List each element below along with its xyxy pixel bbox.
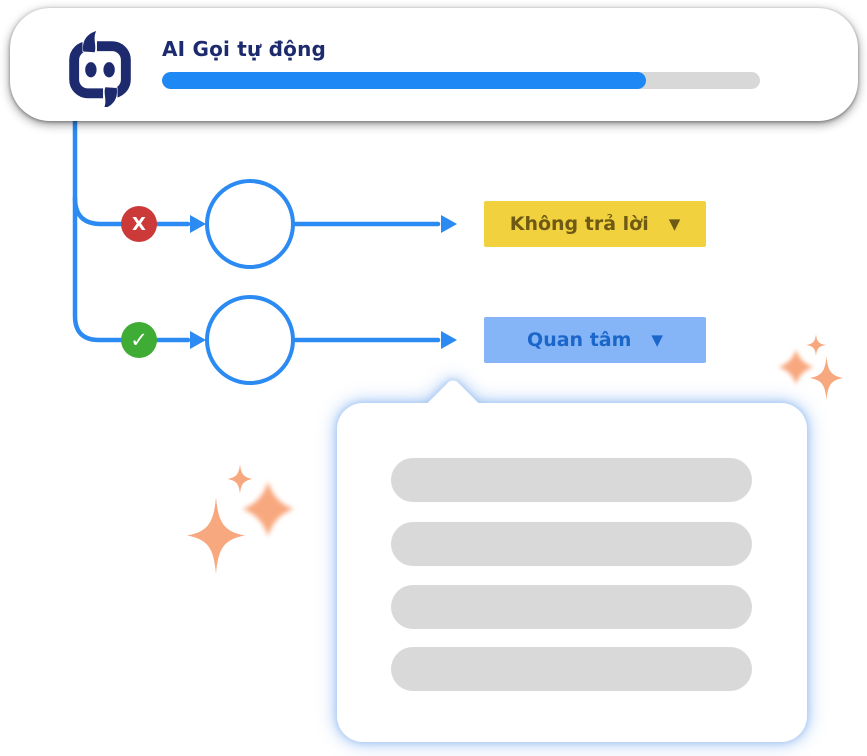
no-answer-label: Không trả lời — [509, 213, 649, 235]
sparkle-icon — [777, 348, 815, 386]
arrow-icon — [441, 215, 457, 233]
placeholder-bar — [391, 458, 752, 502]
check-glyph: ✓ — [130, 328, 148, 352]
arrow-icon — [441, 331, 457, 349]
call-node-no-answer — [205, 179, 295, 269]
chevron-down-icon: ▼ — [651, 330, 663, 349]
arrow-icon — [190, 215, 206, 233]
sparkle-icon — [240, 479, 296, 539]
x-glyph: X — [132, 213, 146, 235]
page-title: AI Gọi tự động — [162, 37, 327, 61]
progress-fill — [162, 72, 647, 89]
interested-label: Quan tâm — [527, 329, 632, 351]
placeholder-bar — [391, 522, 752, 566]
chatbot-logo-icon — [69, 31, 131, 107]
call-node-interested — [205, 295, 295, 385]
ai-call-card: AI Gọi tự động — [10, 8, 858, 121]
progress-bar — [162, 72, 760, 89]
placeholder-bar — [391, 647, 752, 691]
branch-line-top — [72, 195, 191, 227]
detail-tooltip — [330, 370, 835, 756]
sparkle-icon — [810, 356, 843, 400]
tooltip-panel — [337, 403, 807, 742]
placeholder-bar — [391, 585, 752, 629]
interested-dropdown[interactable]: Quan tâm ▼ — [484, 317, 706, 363]
check-icon: ✓ — [121, 322, 157, 358]
x-icon: X — [121, 206, 157, 242]
arrow-icon — [190, 331, 206, 349]
sparkle-icon — [806, 334, 826, 356]
sparkle-icon — [227, 464, 253, 494]
sparkle-icon — [187, 497, 245, 574]
chevron-down-icon: ▼ — [668, 214, 681, 233]
no-answer-dropdown[interactable]: Không trả lời ▼ — [484, 201, 706, 247]
trunk-line — [72, 115, 191, 343]
